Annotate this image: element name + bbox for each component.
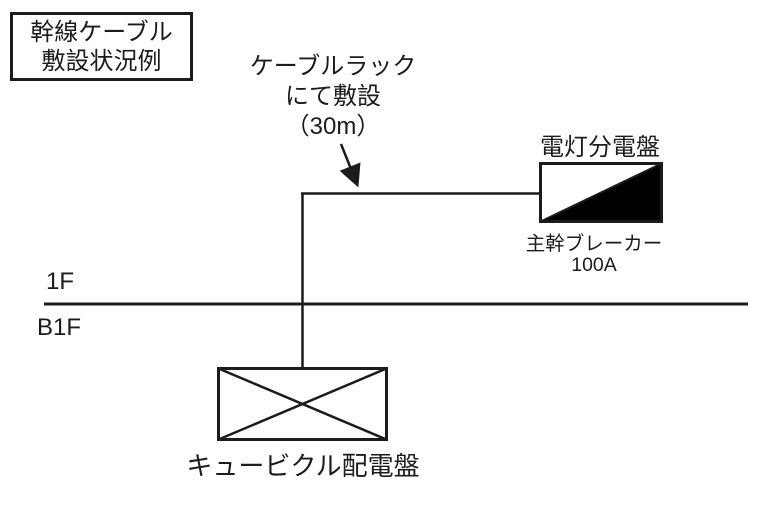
diagram-title-box: 幹線ケーブル 敷設状況例 (10, 12, 193, 81)
cubicle-diagonal-2 (218, 367, 387, 441)
cubicle-outline (217, 367, 388, 441)
lighting-panel-symbol-icon (539, 162, 663, 223)
floor-label-b1f: B1F (37, 314, 82, 341)
cable-rack-annotation-line2: にて敷設 (285, 83, 381, 110)
lighting-panel-diagonal (540, 162, 662, 223)
cubicle-symbol-icon (217, 367, 388, 441)
main-breaker-label-line2: 100A (571, 254, 617, 276)
diagram-title-line1: 幹線ケーブル (30, 18, 173, 46)
cable-rack-annotation: ケーブルラック にて敷設 （30m） (250, 52, 417, 142)
lighting-panel-outline (539, 162, 663, 223)
floor-label-1f: 1F (46, 268, 75, 295)
main-breaker-label-line1: 主幹ブレーカー (525, 233, 663, 255)
lighting-panel-label: 電灯分電盤 (540, 134, 660, 161)
cubicle-label: キュービクル配電盤 (186, 451, 420, 481)
cable-rack-annotation-line3: （30m） (285, 113, 381, 140)
diagram-title-line2: 敷設状況例 (41, 47, 162, 75)
annotation-arrow-icon (339, 143, 361, 188)
main-breaker-label: 主幹ブレーカー 100A (526, 234, 663, 276)
cable-rack-annotation-line1: ケーブルラック (249, 53, 417, 80)
